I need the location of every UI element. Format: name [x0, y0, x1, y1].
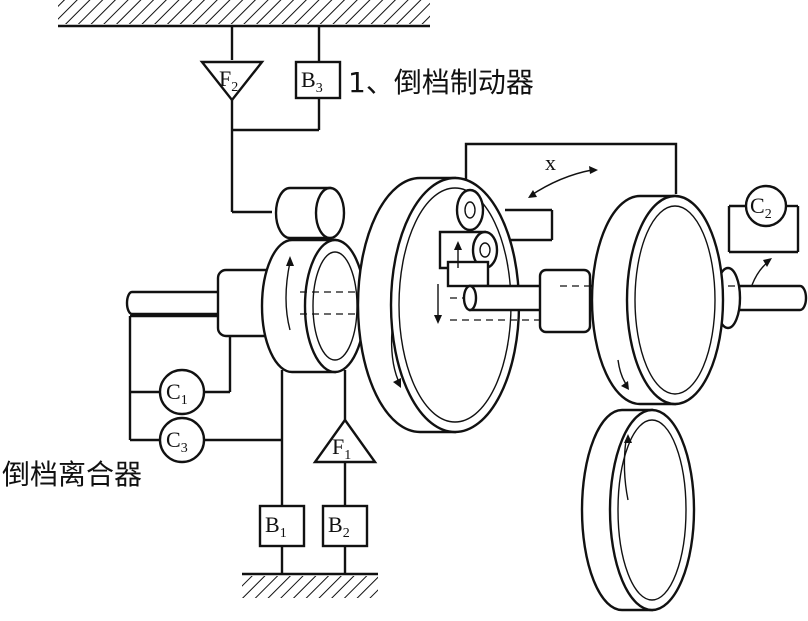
svg-text:B1: B1	[265, 512, 287, 541]
label-reverse-brake: 1、倒档制动器	[348, 66, 534, 99]
svg-text:C1: C1	[166, 379, 188, 408]
brake-b1: B1	[258, 504, 306, 548]
lower-drum	[580, 408, 696, 612]
svg-text:B2: B2	[328, 512, 350, 541]
svg-text:F1: F1	[332, 434, 351, 463]
brake-b2: B2	[321, 504, 369, 548]
clutch-c2: C2	[744, 184, 788, 228]
svg-text:C2: C2	[750, 193, 772, 222]
svg-text:B3: B3	[301, 67, 323, 96]
brake-b3: B3	[294, 60, 342, 100]
svg-text:C3: C3	[166, 427, 188, 456]
label-x: x	[545, 150, 556, 175]
control-lines	[128, 26, 800, 574]
front-ring-gear	[356, 176, 540, 434]
ground-bottom	[242, 572, 378, 598]
rear-ring-gear	[590, 194, 725, 406]
svg-text:F2: F2	[219, 66, 238, 95]
front-drums	[260, 186, 367, 374]
clutch-c1: C1	[158, 368, 206, 416]
label-reverse-clutch: 倒档离合器	[2, 458, 142, 491]
one-way-clutch-f1: F1	[312, 417, 378, 464]
one-way-clutch-f2: F2	[199, 60, 265, 102]
rotation-arrows	[285, 166, 772, 501]
ground-top	[58, 0, 430, 28]
clutch-c3: C3	[158, 416, 206, 464]
